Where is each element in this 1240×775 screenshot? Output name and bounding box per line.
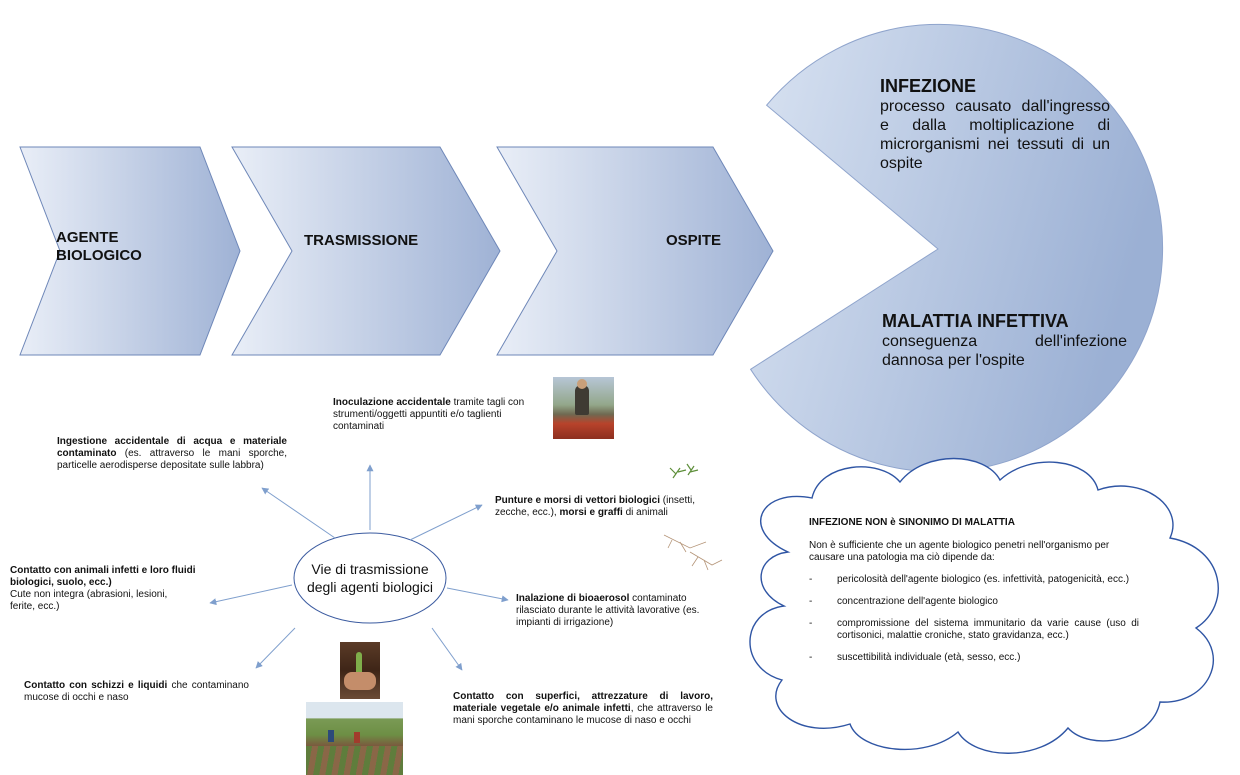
label-agente-biologico: AGENTE BIOLOGICO	[56, 229, 142, 265]
route-splashes-rest: che contaminano mucose di occhi e naso	[24, 680, 249, 703]
plant-roots-icon	[663, 534, 723, 571]
label-trasmissione-text: TRASMISSIONE	[304, 232, 419, 249]
cloud-list-item: concentrazione dell'agente biologico	[809, 596, 1139, 608]
route-animals: Contatto con animali infetti e loro flui…	[10, 565, 240, 613]
route-bites-bold2: morsi e graffi	[559, 507, 623, 518]
worker-head-icon	[577, 379, 587, 389]
route-inhalation-bold: Inalazione di bioaerosol	[516, 593, 630, 604]
route-surfaces-rest: , che attraverso le mani sporche contami…	[453, 703, 713, 726]
route-animals-rest: Cute non integra (abrasioni, lesioni, fe…	[10, 589, 168, 612]
label-agente-line1: AGENTE	[56, 229, 119, 246]
chevron-trasmissione	[231, 146, 501, 356]
arrow-ingestion	[261, 487, 336, 539]
disease-block: MALATTIA INFETTIVA conseguenza dell'infe…	[882, 311, 1127, 370]
label-trasmissione: TRASMISSIONE	[304, 232, 418, 250]
cloud-content: INFEZIONE NON è SINONIMO DI MALATTIA Non…	[809, 517, 1139, 664]
route-ingestion: Ingestione accidentale di acqua e materi…	[57, 436, 287, 472]
arrow-inhalation	[446, 587, 509, 603]
cloud-list-item: suscettibilità individuale (età, sesso, …	[809, 652, 1139, 664]
label-ospite-text: OSPITE	[666, 232, 722, 249]
field-rows-icon	[306, 746, 403, 775]
disease-text: conseguenza dell'infezione dannosa per l…	[882, 333, 1127, 369]
arrow-bites	[409, 504, 483, 541]
chevron-ospite	[496, 146, 774, 356]
center-label: Vie di trasmissione degli agenti biologi…	[294, 560, 446, 596]
route-bites-bold1: Punture e morsi di vettori biologici	[495, 495, 661, 506]
route-surfaces-bold: Contatto con superfici, attrezzature di …	[453, 691, 713, 714]
cloud-intro: Non è sufficiente che un agente biologic…	[809, 540, 1110, 563]
label-agente-line2: BIOLOGICO	[56, 247, 142, 264]
route-animals-bold: Contatto con animali infetti e loro flui…	[10, 565, 196, 588]
route-splashes-bold: Contatto con schizzi e liquidi	[24, 680, 168, 691]
cloud-list: pericolosità dell'agente biologico (es. …	[809, 574, 1139, 664]
route-surfaces: Contatto con superfici, attrezzature di …	[453, 691, 713, 727]
infection-title: INFEZIONE	[880, 76, 977, 96]
label-ospite: OSPITE	[666, 232, 721, 250]
cloud-list-item: pericolosità dell'agente biologico (es. …	[809, 574, 1139, 586]
route-inoculation-rest: tramite tagli con strumenti/oggetti appu…	[333, 397, 525, 432]
field-worker-icon	[328, 730, 334, 742]
chevron-agente-biologico	[19, 146, 241, 356]
arrow-splashes	[255, 627, 296, 669]
route-bites-rest: di animali	[622, 507, 668, 518]
field-worker-icon	[354, 732, 360, 743]
outcome-pacman-shape	[749, 23, 1164, 473]
route-inoculation: Inoculazione accidentale tramite tagli c…	[333, 397, 548, 433]
infection-block: INFEZIONE processo causato dall'ingresso…	[880, 76, 1110, 173]
route-ingestion-rest: (es. attraverso le mani sporche, partice…	[57, 448, 287, 471]
route-bites-mid: (insetti, zecche, ecc.),	[495, 495, 696, 518]
route-inhalation-rest: contaminato rilasciato durante le attivi…	[516, 593, 700, 628]
route-inhalation: Inalazione di bioaerosol contaminato ril…	[516, 593, 726, 629]
cloud-list-item: compromissione del sistema immunitario d…	[809, 618, 1139, 642]
arrow-surfaces	[431, 627, 463, 671]
hands-soil-photo	[340, 642, 380, 699]
center-label-line1: Vie di trasmissione	[311, 561, 429, 577]
route-inoculation-bold: Inoculazione accidentale	[333, 397, 451, 408]
worker-figure-icon	[575, 385, 589, 415]
arrow-animals	[209, 584, 293, 606]
worker-photo	[553, 377, 614, 439]
hand-icon	[344, 672, 376, 690]
disease-title: MALATTIA INFETTIVA	[882, 311, 1069, 331]
field-workers-photo	[306, 702, 403, 775]
plant-sprig-icon	[669, 463, 699, 479]
infection-text: processo causato dall'ingresso e dalla m…	[880, 98, 1110, 172]
cloud-title: INFEZIONE NON è SINONIMO DI MALATTIA	[809, 517, 1015, 528]
route-splashes: Contatto con schizzi e liquidi che conta…	[24, 680, 249, 704]
center-label-line2: degli agenti biologici	[306, 579, 434, 595]
seedling-icon	[356, 652, 362, 676]
route-bites: Punture e morsi di vettori biologici (in…	[495, 495, 710, 519]
route-ingestion-bold: Ingestione accidentale di acqua e materi…	[57, 436, 287, 459]
center-ellipse	[293, 532, 447, 624]
